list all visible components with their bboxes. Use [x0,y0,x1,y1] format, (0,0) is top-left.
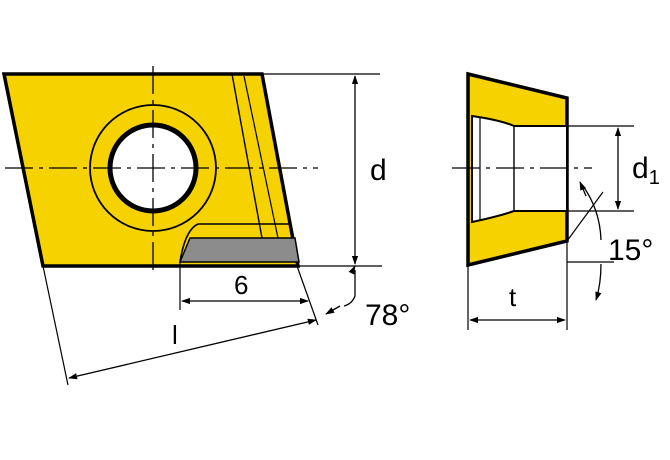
dimension-t [467,241,568,330]
label-d: d [370,154,387,187]
dimension-6 [179,262,319,326]
label-15: 15° [608,234,653,267]
label-6: 6 [234,270,248,300]
side-bore [471,114,568,224]
label-l: l [172,320,178,350]
front-view [1,66,318,270]
dimension-l [42,265,317,386]
label-t: t [509,282,517,312]
land-line [231,73,263,239]
dimension-15 [566,181,614,301]
label-d1: d1 [632,152,660,189]
chip-breaker-contour [179,223,290,263]
dimension-d [262,73,382,267]
label-78: 78° [365,299,410,332]
dimension-d1 [567,125,634,212]
dimension-78 [325,265,356,315]
land-line-2 [243,75,279,239]
chip-breaker [178,237,300,263]
